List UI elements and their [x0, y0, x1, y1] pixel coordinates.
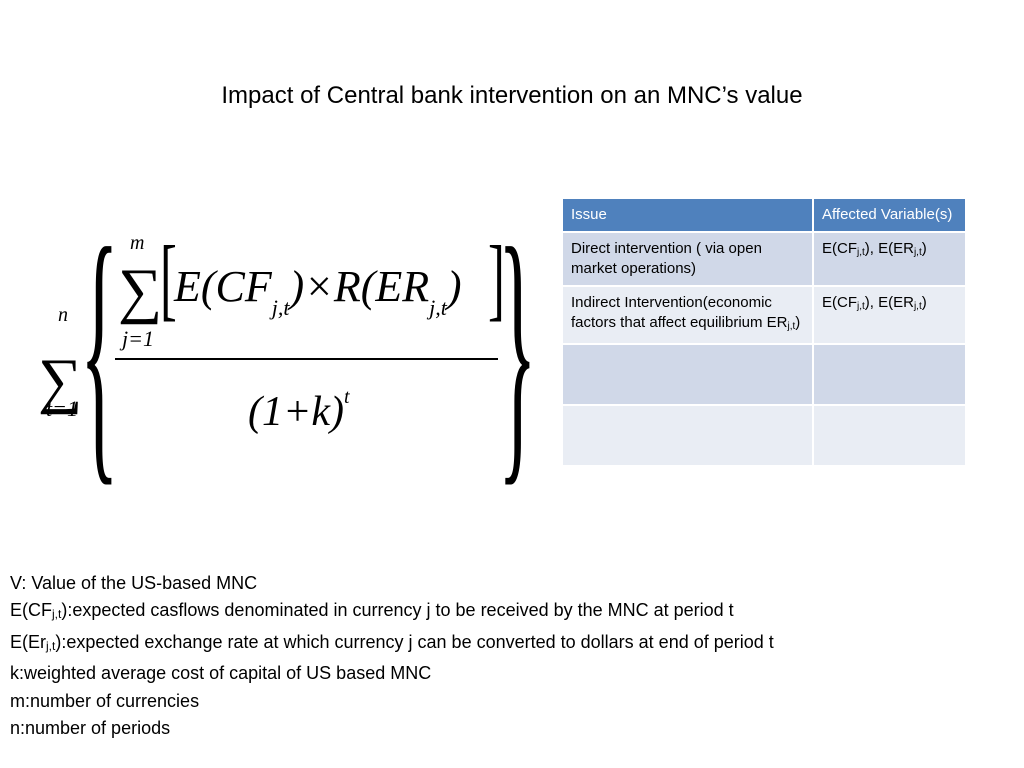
formula-numerator: E(CFj,t)×R(ERj,t) — [174, 262, 462, 320]
definition-m: m:number of currencies — [10, 690, 200, 711]
valuation-formula: ∑ n t=1 { ∑ m j=1 [ E(CFj,t)×R(ERj,t) ] … — [30, 190, 537, 509]
empty-issue-cell — [561, 404, 814, 467]
fraction-line — [115, 358, 498, 360]
definition-v: V: Value of the US-based MNC — [10, 573, 258, 593]
outer-sum-lower-limit: t=1 — [46, 396, 78, 421]
inner-summation-symbol: ∑ — [118, 257, 163, 325]
definition-k: k:weighted average cost of capital of US… — [10, 663, 432, 684]
outer-summation-symbol: ∑ — [38, 347, 83, 415]
variable-definitions: V: Value of the US-based MNC E(CFj,t):ex… — [10, 570, 774, 742]
issue-cell: Direct intervention ( via open market op… — [561, 231, 814, 287]
empty-issue-cell — [561, 343, 814, 406]
table-row: Direct intervention ( via open market op… — [561, 231, 967, 287]
right-brace: } — [498, 190, 537, 509]
right-square-bracket: ] — [488, 227, 505, 329]
inner-sum-lower-limit: j=1 — [122, 326, 154, 351]
header-issue: Issue — [561, 197, 814, 233]
slide-title: Impact of Central bank intervention on a… — [221, 82, 803, 109]
empty-affected-cell — [812, 404, 967, 467]
empty-affected-cell — [812, 343, 967, 406]
table-row — [561, 343, 967, 406]
definition-cf: E(CFj,t):expected casflows denominated i… — [10, 600, 734, 622]
formula-denominator: (1+k)t — [248, 386, 350, 435]
left-brace: { — [80, 190, 119, 509]
affected-cell: E(CFj,t), E(ERj,t) — [812, 231, 967, 287]
definition-er: E(Erj,t):expected exchange rate at which… — [10, 631, 774, 653]
table-header-row: Issue Affected Variable(s) — [561, 197, 967, 233]
inner-sum-upper-limit: m — [130, 232, 145, 254]
outer-sum-upper-limit: n — [58, 304, 68, 326]
header-affected-variables: Affected Variable(s) — [812, 197, 967, 233]
table-row — [561, 404, 967, 467]
affected-cell: E(CFj,t), E(ERj,t) — [812, 285, 967, 345]
issue-cell: Indirect Intervention(economic factors t… — [561, 285, 814, 345]
left-square-bracket: [ — [160, 227, 177, 329]
table-row: Indirect Intervention(economic factors t… — [561, 285, 967, 345]
intervention-table: Issue Affected Variable(s) Direct interv… — [561, 197, 967, 467]
definition-n: n:number of periods — [10, 718, 171, 739]
